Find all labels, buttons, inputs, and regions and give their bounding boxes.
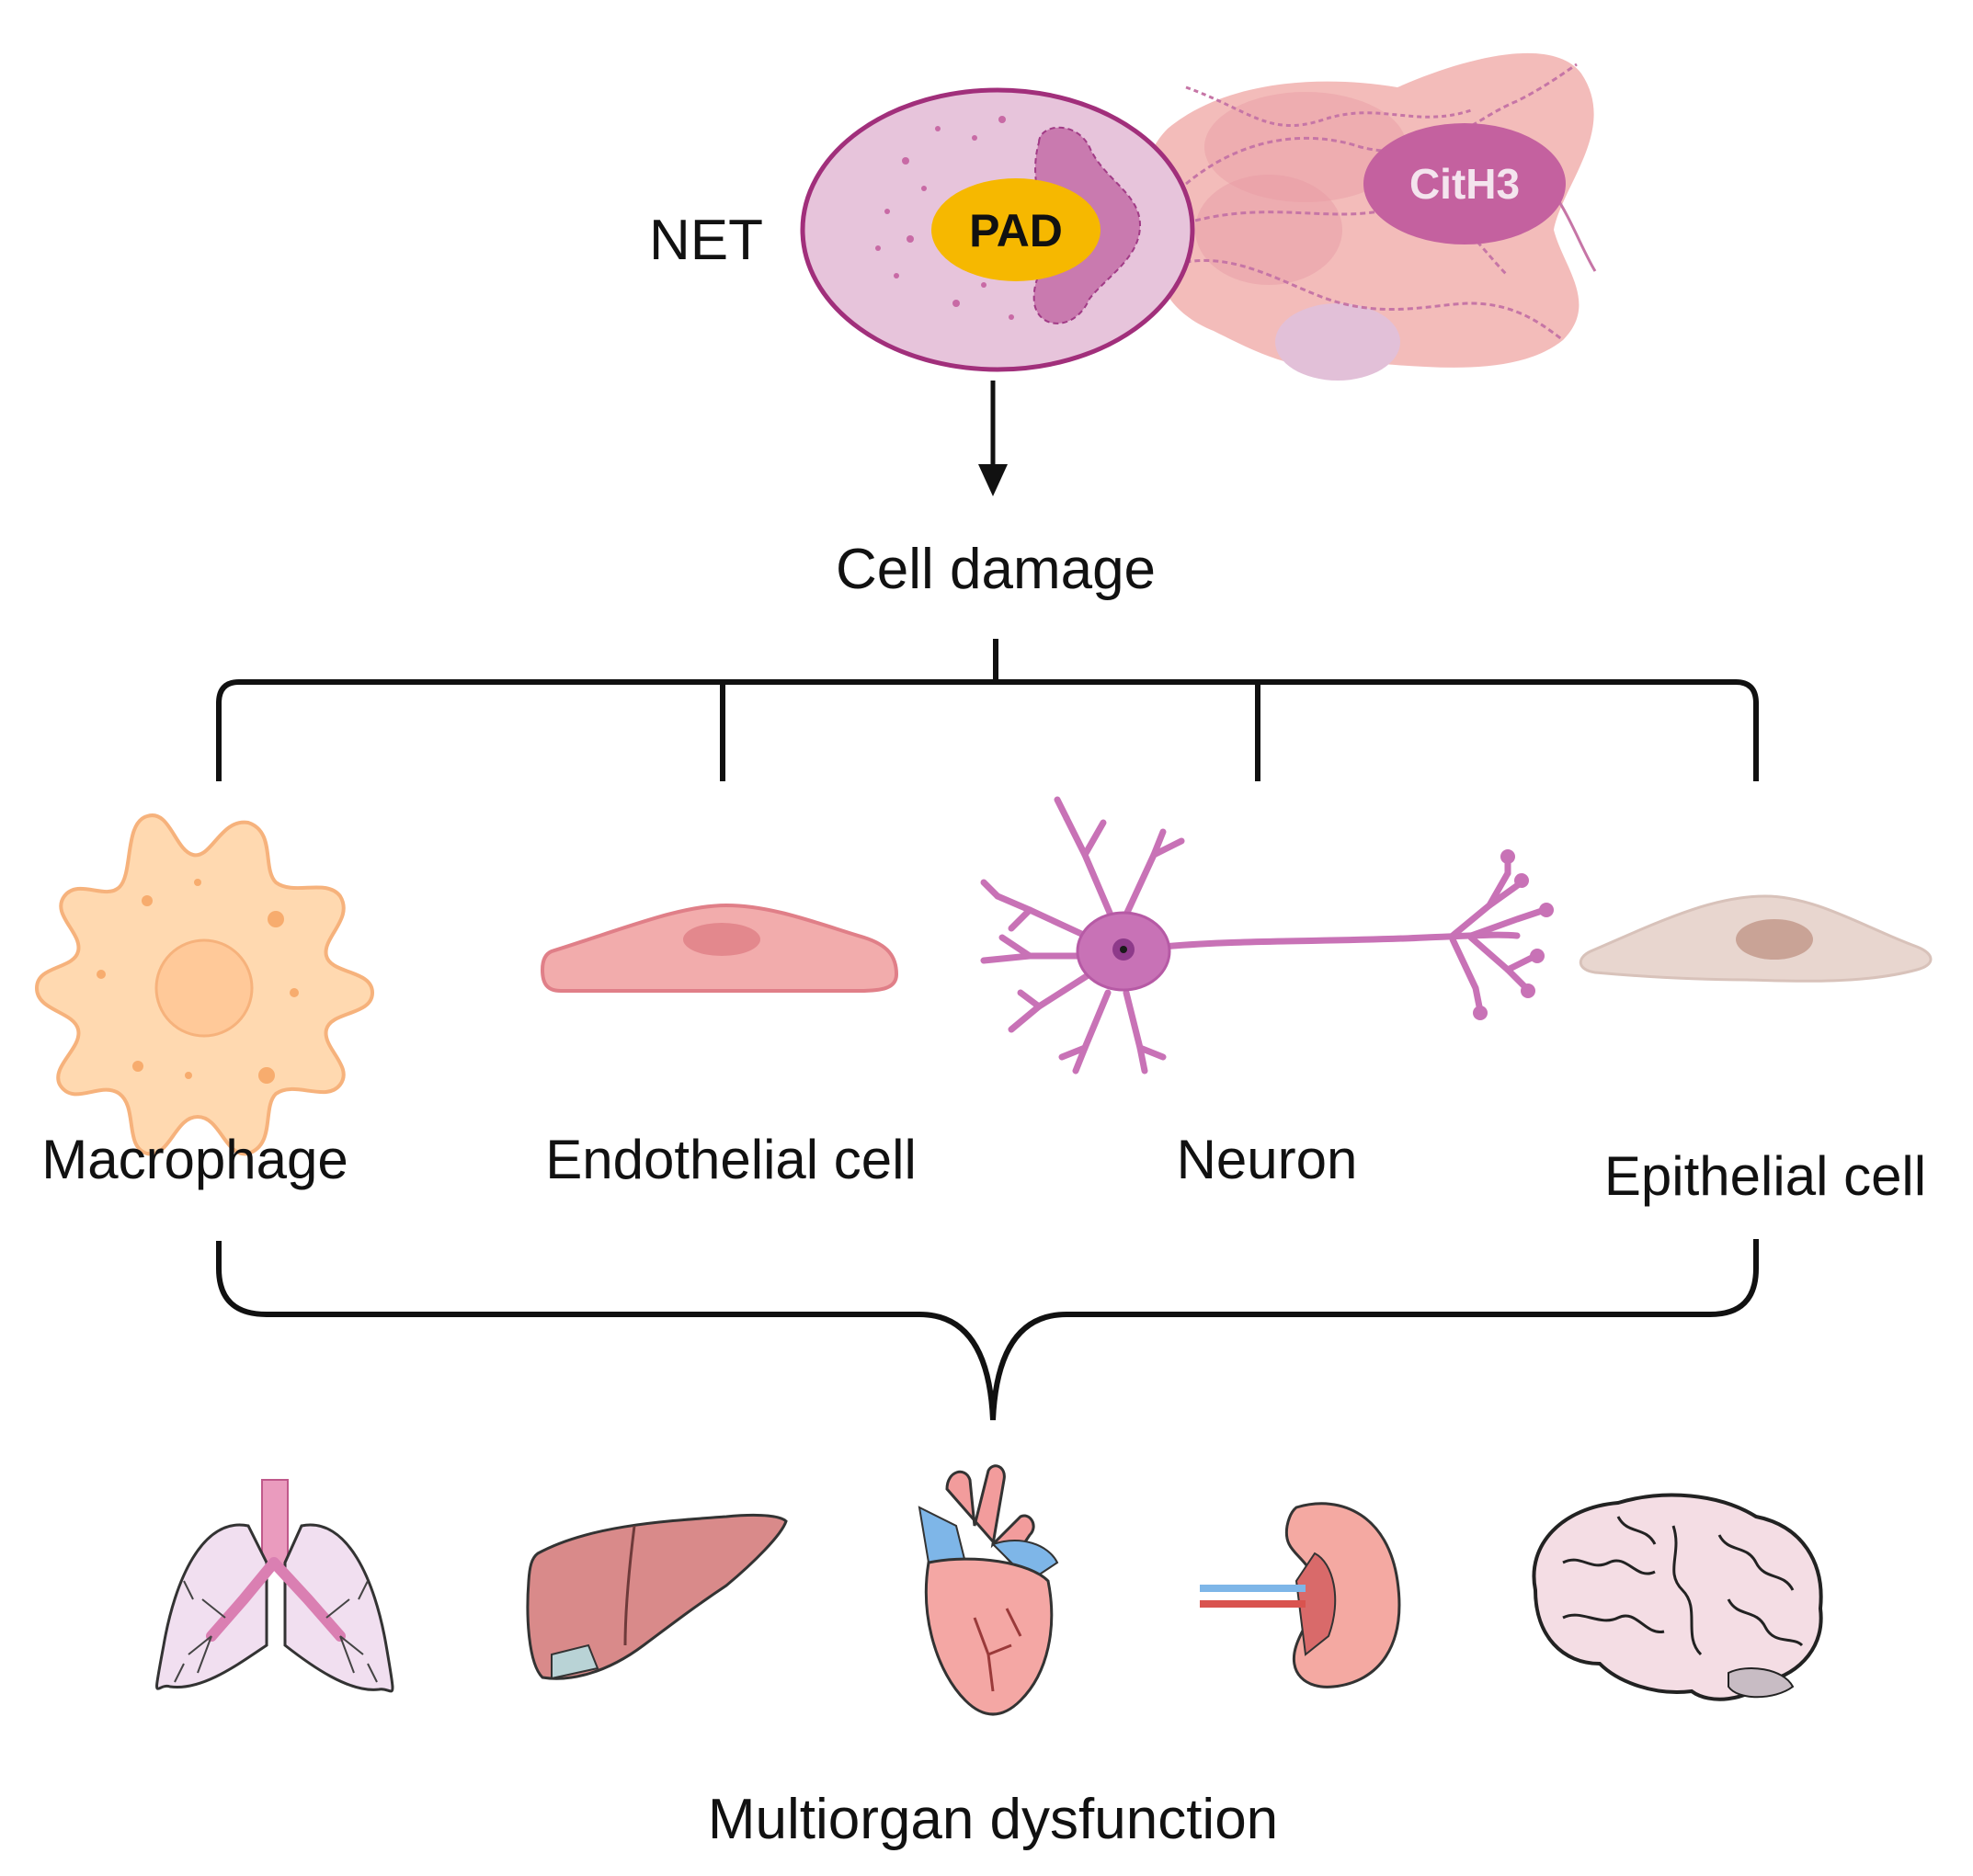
cell-label-endothelial: Endothelial cell [545, 1129, 917, 1190]
down-arrow [978, 381, 1008, 496]
pad-label: PAD [969, 205, 1063, 256]
kidney-icon [1200, 1502, 1401, 1688]
multiorgan-dysfunction-label: Multiorgan dysfunction [708, 1788, 1278, 1851]
cith3-marker [1363, 123, 1566, 244]
lungs-icon [155, 1479, 394, 1693]
net-label: NET [649, 209, 763, 272]
granules [875, 116, 1014, 320]
organ-brace [216, 1239, 1759, 1421]
pad-enzyme [931, 178, 1101, 281]
macrophage-icon [34, 813, 375, 1156]
cell-damage-bracket [216, 639, 1759, 781]
epithelial-cell-icon [1579, 894, 1933, 983]
neuron-icon [980, 796, 1554, 1074]
liver-icon [526, 1513, 788, 1680]
cell-damage-label: Cell damage [836, 538, 1156, 601]
cell-label-neuron: Neuron [1177, 1129, 1358, 1190]
brain-icon [1532, 1493, 1823, 1701]
cell-label-macrophage: Macrophage [41, 1129, 348, 1190]
net-illustration: PAD CitH3 NET [649, 52, 1597, 381]
heart-icon [918, 1464, 1059, 1716]
cith3-label: CitH3 [1409, 160, 1520, 208]
cell-label-epithelial: Epithelial cell [1604, 1145, 1926, 1207]
endothelial-cell-icon [540, 903, 899, 993]
